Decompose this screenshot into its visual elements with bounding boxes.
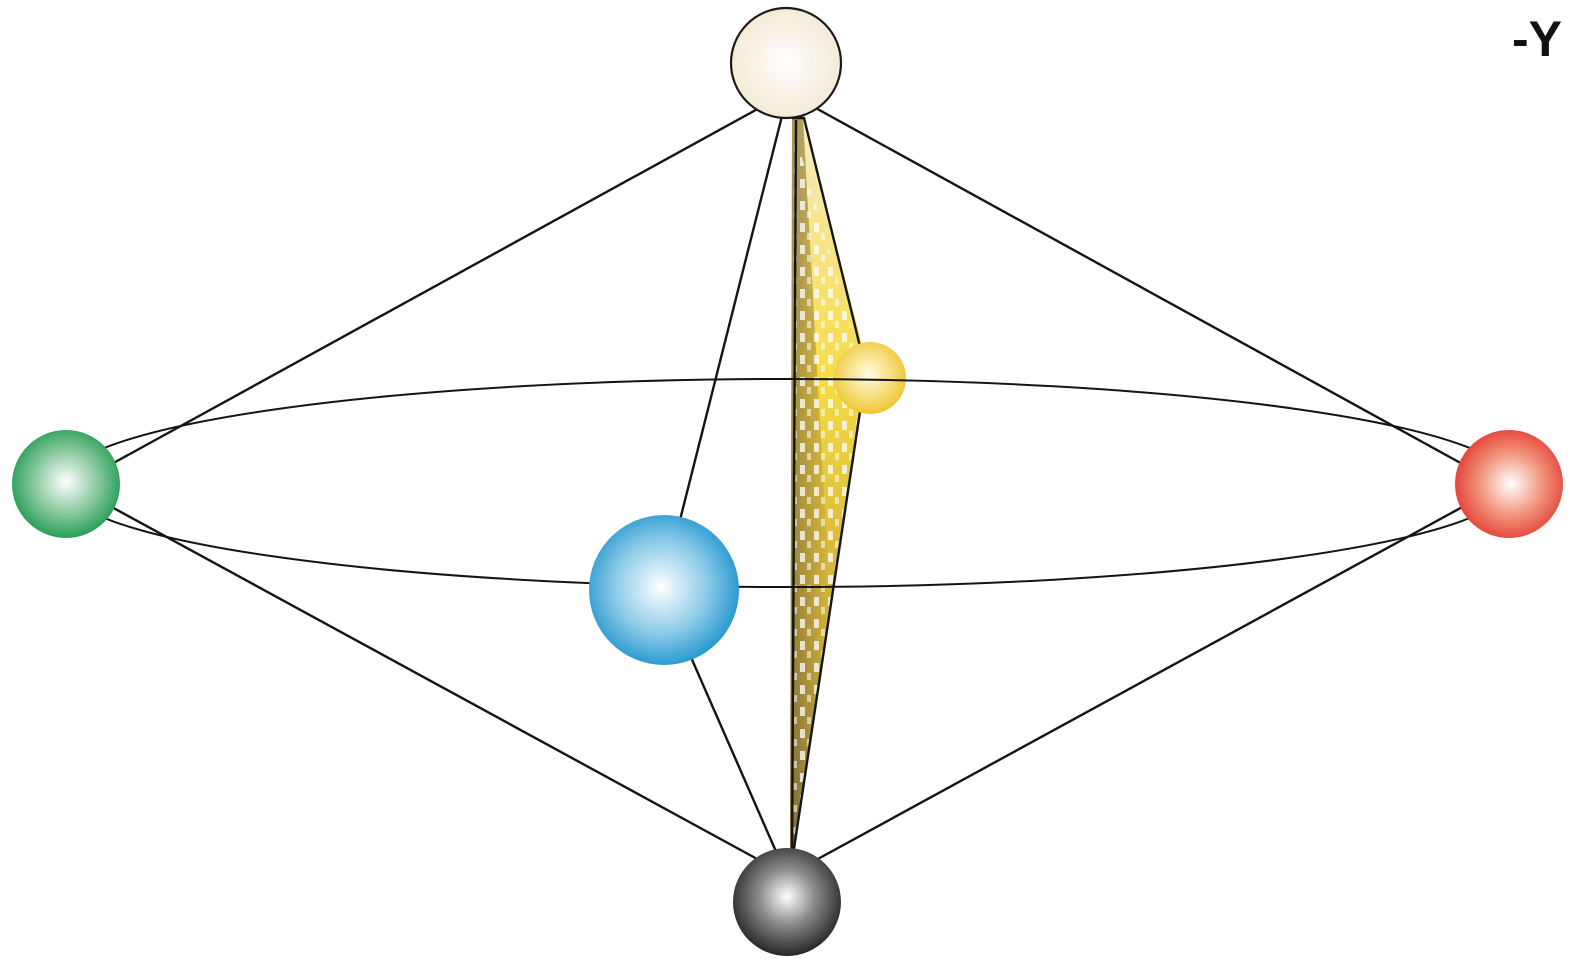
yellow-sphere (834, 342, 906, 414)
equator-ring (61, 378, 1513, 588)
axis-label: -Y (1512, 11, 1562, 67)
green-sphere (12, 430, 120, 538)
edges (107, 104, 1467, 868)
white-sphere (729, 6, 843, 120)
black-sphere (733, 848, 841, 956)
red-sphere (1455, 430, 1563, 538)
hue-plane (788, 116, 868, 876)
blue-sphere (589, 515, 739, 665)
